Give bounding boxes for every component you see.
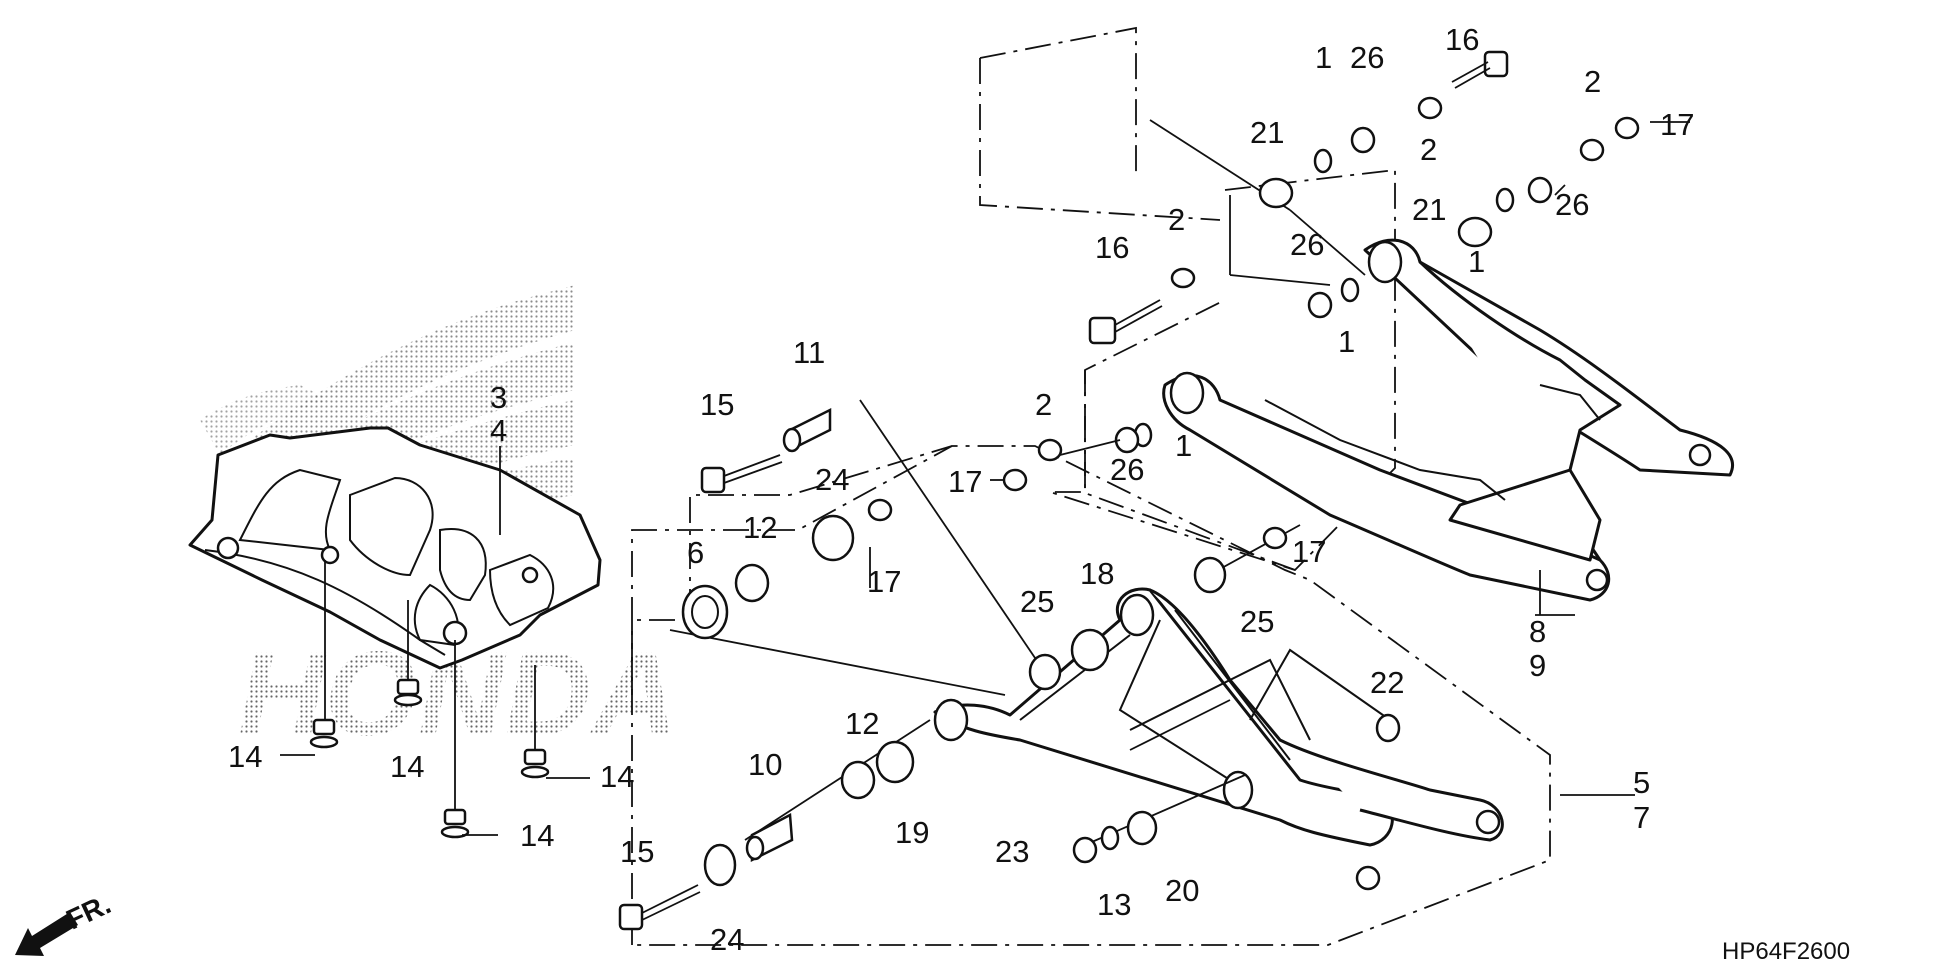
callout-11: 11 [793,335,825,370]
callout-10: 10 [748,747,782,782]
callout-21: 21 [1250,115,1284,150]
callout-5: 5 [1633,765,1650,800]
diagram-code: HP64F2600 [1722,938,1850,965]
callout-19: 19 [895,815,929,850]
callout-15: 15 [620,834,654,869]
callout-1: 1 [1315,40,1332,75]
bolt-14-a [309,560,339,749]
callout-1: 1 [1175,428,1192,463]
lower-arm-hardware [618,399,1401,931]
callout-26: 26 [1110,452,1144,487]
callout-22: 22 [1370,665,1404,700]
callout-14: 14 [228,739,262,774]
callout-9: 9 [1529,648,1546,683]
bolt-14-d [520,665,550,779]
callout-26: 26 [1290,227,1324,262]
callout-21: 21 [1412,192,1446,227]
bolt-15-top [700,454,783,494]
callout-2: 2 [1420,132,1437,167]
bolt-16-top [1451,50,1509,89]
callout-16: 16 [1445,22,1479,57]
upper-arm-outline-inner [979,58,1221,221]
callout-20: 20 [1165,873,1199,908]
callout-1: 1 [1338,324,1355,359]
upper-arm-outline-left [979,26,1137,172]
skid-plate [188,426,602,670]
callout-7: 7 [1633,800,1650,835]
callout-leaders [280,121,1690,836]
callout-2: 2 [1035,387,1052,422]
callout-3: 3 [490,380,507,415]
callout-24: 24 [710,922,744,957]
callout-24: 24 [815,462,849,497]
callout-25: 25 [1240,604,1274,639]
callout-26: 26 [1350,40,1384,75]
callout-15: 15 [700,387,734,422]
callout-17: 17 [1660,107,1694,142]
callout-numbers: 1 1 1 1 2 2 2 2 3 4 5 6 7 8 9 10 11 12 1… [228,22,1694,957]
callout-23: 23 [995,834,1029,869]
callout-1: 1 [1468,244,1485,279]
callout-26: 26 [1555,187,1589,222]
callout-17: 17 [948,464,982,499]
callout-17: 17 [1292,534,1326,569]
bolt-15-bottom [618,884,701,931]
callout-4: 4 [490,413,507,448]
callout-14: 14 [390,749,424,784]
callout-13: 13 [1097,887,1131,922]
upper-arm [1162,238,1734,602]
callout-8: 8 [1529,614,1546,649]
lower-arm [933,587,1504,891]
callout-6: 6 [687,535,704,570]
front-direction-arrow: FR. [15,888,115,956]
callout-14: 14 [520,818,554,853]
lower-arm-outline [631,445,1551,946]
callout-14: 14 [600,759,634,794]
upper-arm-hardware [1002,50,1640,492]
upper-arm-outline [1049,168,1396,572]
callout-16: 16 [1095,230,1129,265]
callout-2: 2 [1584,64,1601,99]
callout-17: 17 [867,564,901,599]
callout-25: 25 [1020,584,1054,619]
bushing-group-outline [631,445,953,695]
callout-12: 12 [743,510,777,545]
bolt-16-left [1088,299,1163,345]
callout-12: 12 [845,706,879,741]
bolt-14-b [393,600,423,707]
callout-18: 18 [1080,556,1114,591]
bolt-14-c [440,640,470,839]
callout-2: 2 [1168,202,1185,237]
